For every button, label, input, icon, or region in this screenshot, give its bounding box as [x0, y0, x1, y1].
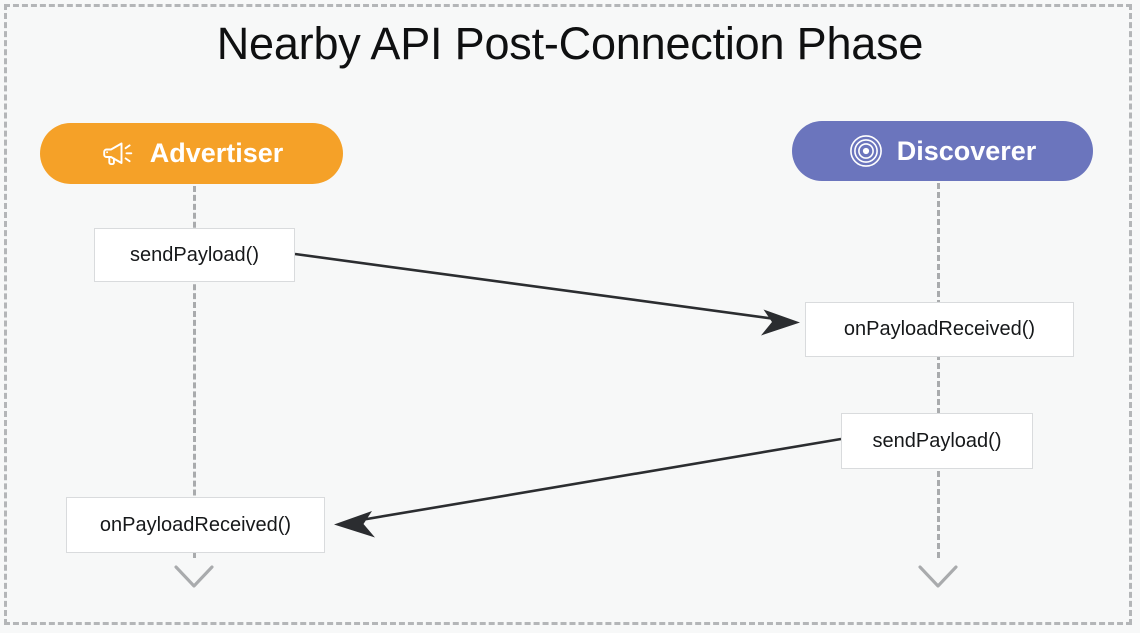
megaphone-icon — [100, 139, 136, 169]
arrow-send-to-discoverer — [294, 252, 800, 336]
participant-discoverer[interactable]: Discoverer — [792, 121, 1093, 181]
lifeline-end-chevron-down-icon — [915, 558, 961, 592]
message-box[interactable]: sendPayload() — [841, 413, 1033, 469]
message-box[interactable]: sendPayload() — [94, 228, 295, 282]
message-box[interactable]: onPayloadReceived() — [805, 302, 1074, 357]
page-title: Nearby API Post-Connection Phase — [216, 18, 924, 69]
participant-advertiser[interactable]: Advertiser — [40, 123, 343, 184]
radar-icon — [849, 134, 883, 168]
lifeline-discoverer — [937, 183, 940, 558]
participant-discoverer-label: Discoverer — [896, 135, 1037, 166]
message-box[interactable]: onPayloadReceived() — [66, 497, 325, 553]
lifeline-advertiser — [193, 186, 196, 558]
arrow-send-to-advertiser — [334, 437, 842, 538]
lifeline-end-chevron-down-icon — [171, 558, 217, 592]
participant-advertiser-label: Advertiser — [149, 138, 284, 168]
